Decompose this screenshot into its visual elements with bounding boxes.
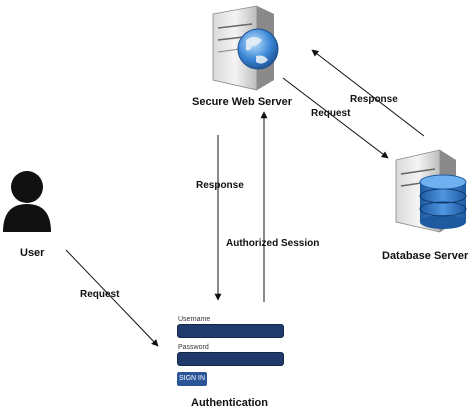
edge-label-authorized-session: Authorized Session [226, 238, 320, 249]
edge-label-request-db: Request [311, 108, 351, 119]
password-field[interactable] [177, 352, 284, 366]
arrow-response-db-to-web [311, 49, 425, 137]
database-server-icon [395, 149, 467, 233]
web-server-label: Secure Web Server [192, 96, 293, 108]
edge-label-response-db: Response [350, 94, 398, 105]
arrow-request-user-to-auth [65, 249, 159, 347]
user-label: User [20, 247, 45, 259]
password-label: Password [178, 344, 209, 351]
user-icon [3, 171, 51, 232]
arrow-request-web-to-db [282, 77, 389, 159]
edge-label-response-web: Response [196, 180, 244, 191]
username-label: Username [178, 316, 211, 323]
sign-in-button[interactable]: SIGN IN [177, 372, 207, 386]
edge-label-request-user: Request [80, 289, 120, 300]
username-field[interactable] [177, 324, 284, 338]
authentication-label: Authentication [191, 397, 268, 409]
web-server-icon [212, 5, 279, 91]
database-server-label: Database Server [382, 250, 469, 262]
